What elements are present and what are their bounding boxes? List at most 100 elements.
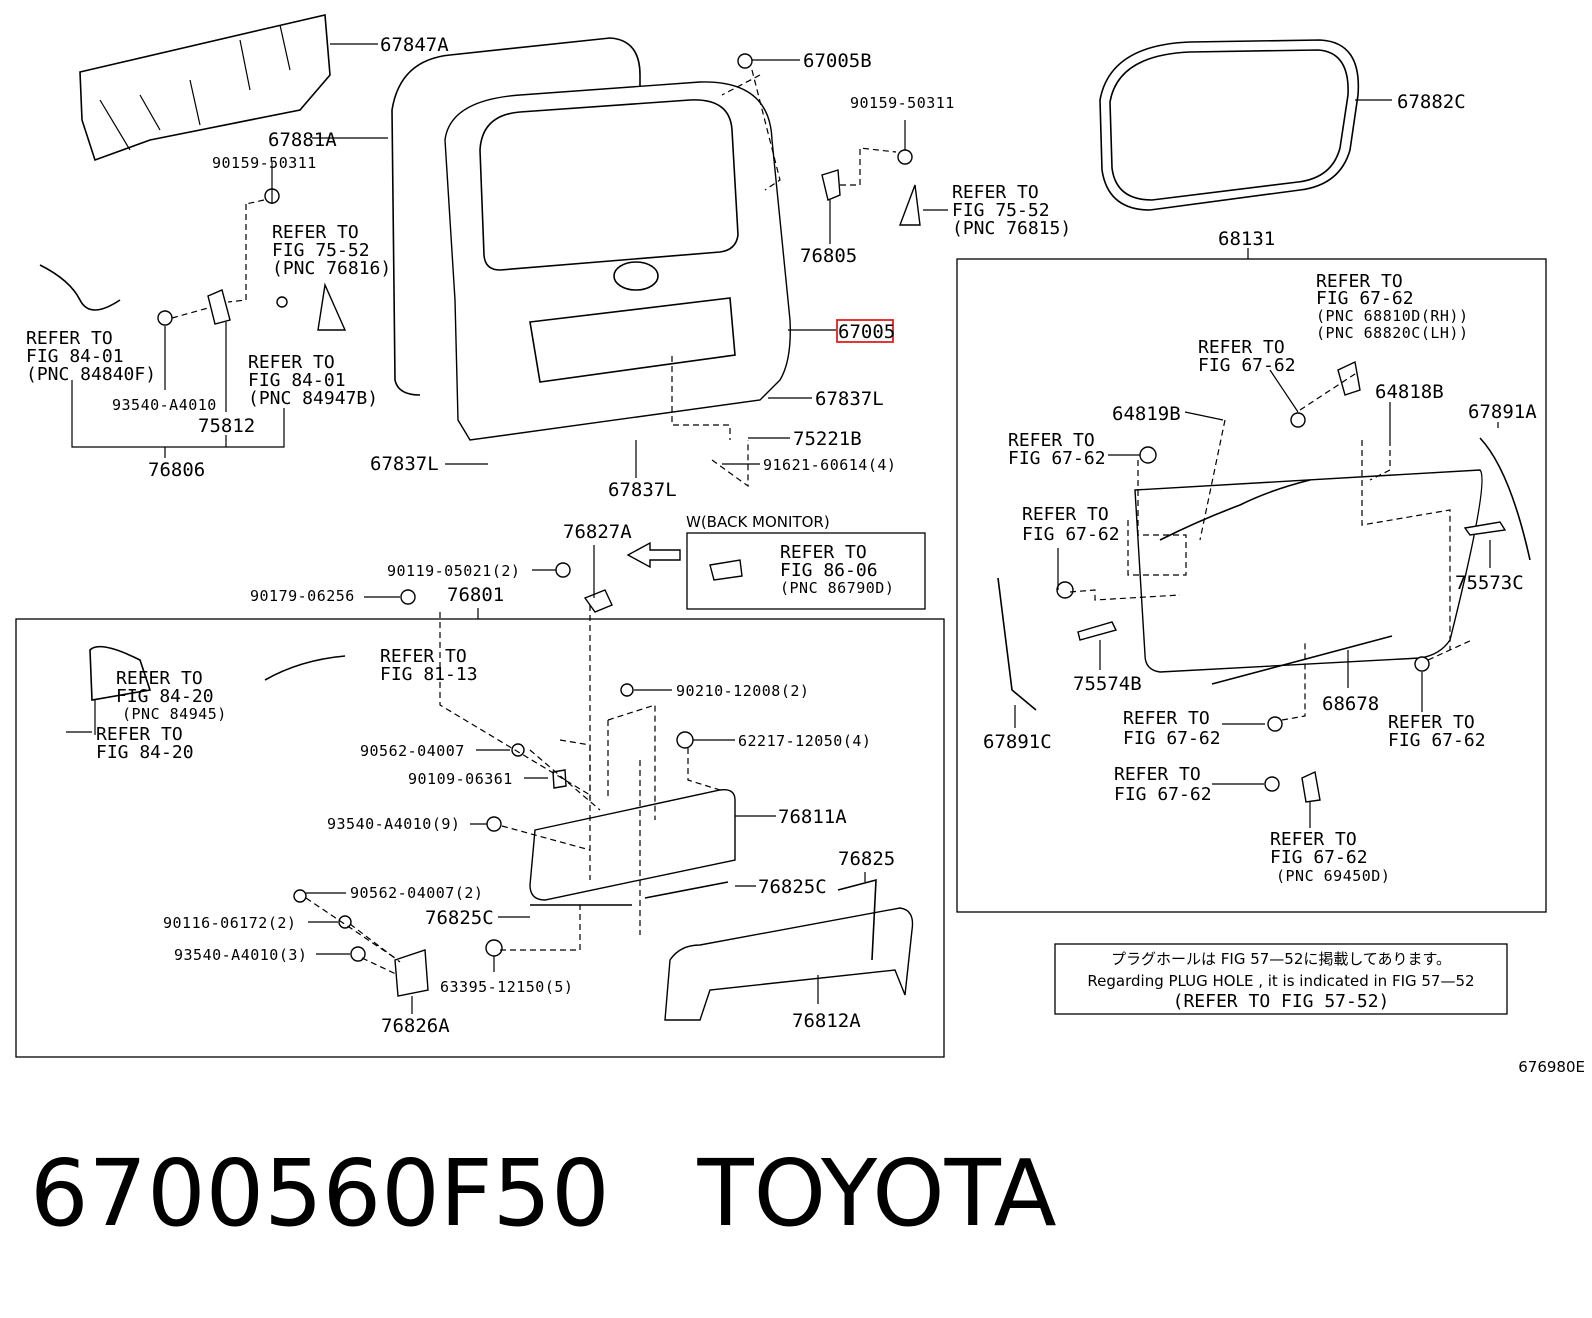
refer-84947b-title: REFER TO [248, 352, 335, 373]
weatherstrip-67881a-shape [391, 37, 641, 396]
label-68678: 68678 [1322, 693, 1379, 715]
label-76811a: 76811A [778, 806, 847, 828]
label-75221b: 75221B [793, 428, 862, 450]
refer-67-62-b-fig: FIG 67-62 [1008, 448, 1106, 469]
label-67882c: 67882C [1397, 91, 1466, 113]
grommet-84947b-shape [276, 296, 288, 308]
toyota-emblem-mount [613, 261, 659, 291]
label-75573c: 75573C [1455, 572, 1524, 594]
label-64818b: 64818B [1375, 381, 1444, 403]
refer-to-blocks: REFER TO FIG 75-52 (PNC 76816) REFER TO … [26, 182, 1486, 885]
refer-67-62-a-fig: FIG 67-62 [1198, 355, 1296, 376]
seal-76825-shape [837, 878, 877, 961]
screw-93540a-shape [157, 310, 173, 326]
screw-93540b-shape [486, 816, 502, 832]
label-90562-04007: 90562-04007 [360, 742, 465, 760]
nut-90562b-shape [293, 889, 307, 903]
screw-93540c-shape [350, 946, 366, 962]
label-63395-12150: 63395-12150(5) [440, 978, 573, 996]
refer-67-62-d-fig: FIG 67-62 [1123, 728, 1221, 749]
label-75574b: 75574B [1073, 673, 1142, 695]
label-64819b: 64819B [1112, 403, 1181, 425]
label-76806: 76806 [148, 459, 205, 481]
label-67891a: 67891A [1468, 401, 1537, 423]
back-door-window-opening [479, 99, 739, 271]
garnish-76811a-shape [529, 789, 736, 901]
label-67005b: 67005B [803, 50, 872, 72]
garnish-strip-68678-shape [1211, 635, 1393, 685]
wire-harness-84840f-shape [39, 264, 121, 311]
refer-76816-title: REFER TO [272, 222, 359, 243]
grommet-ref-67-62-b [1056, 581, 1074, 599]
leader-lines [66, 43, 1499, 1014]
label-90210-12008: 90210-12008(2) [676, 682, 809, 700]
label-67881a: 67881A [268, 129, 337, 151]
refer-68810d-title: REFER TO [1316, 271, 1403, 292]
label-93540-a4010: 93540-A4010 [112, 396, 217, 414]
label-75812: 75812 [198, 415, 255, 437]
garnish-76812a-shape [664, 907, 914, 1021]
label-67005: 67005 [838, 321, 895, 343]
figure-code: 676980E [1518, 1058, 1585, 1076]
glass-weatherstrip-67882c-shape [1099, 39, 1360, 211]
harness-84945-shape [89, 645, 152, 701]
back-monitor-inset-frame [686, 532, 926, 610]
glass-weatherstrip-inner-edge [1109, 49, 1349, 201]
garnish-assembly-frame [15, 618, 945, 1058]
refer-84945-title: REFER TO [116, 668, 203, 689]
back-door-glass-frame [956, 258, 1547, 913]
refer-84840f-fig: FIG 84-01 [26, 346, 124, 367]
label-90562-04007-2: 90562-04007(2) [350, 884, 483, 902]
stopper-76805-shape [821, 169, 841, 201]
screw-90109-shape [552, 769, 567, 789]
refer-68820c-pnc: (PNC 68820C(LH)) [1316, 324, 1469, 342]
refer-76816-shape [317, 282, 347, 331]
label-76812a: 76812A [792, 1010, 861, 1032]
insulator-ribs [99, 24, 291, 151]
dashed-assembly-lines [171, 69, 1473, 976]
bracket-75812-shape [207, 289, 231, 325]
footer-caption: 6700560F50 TOYOTA [30, 1140, 1057, 1247]
defogger-wire [1159, 479, 1311, 541]
part-labels: 67847A 67881A 67005B 67882C 90159-50311 … [112, 34, 1537, 1037]
refer-76815-title: REFER TO [952, 182, 1039, 203]
label-93540-a4010-3: 93540-A4010(3) [174, 946, 307, 964]
screw-90119-shape [555, 562, 571, 578]
cover-75574b-shape [1077, 621, 1118, 641]
plug-hole-note-frame [1054, 943, 1508, 1015]
refer-81-13-title: REFER TO [380, 646, 467, 667]
label-62217-12050: 62217-12050(4) [738, 732, 871, 750]
refer-76815-shape [898, 184, 921, 226]
refer-67-62-d-title: REFER TO [1123, 708, 1210, 729]
label-90179-06256: 90179-06256 [250, 587, 355, 605]
refer-84947b-fig: FIG 84-01 [248, 370, 346, 391]
highlight-box-67005 [836, 319, 894, 343]
refer-84840f-title: REFER TO [26, 328, 113, 349]
refer-67-62-c-title: REFER TO [1022, 504, 1109, 525]
refer-68810d-pnc: (PNC 68810D(RH)) [1316, 307, 1469, 325]
clip-62217-shape [676, 731, 694, 749]
label-93540-a4010-9: 93540-A4010(9) [327, 815, 460, 833]
grommet-ref-67-62-c [1290, 412, 1306, 428]
refer-67-62-c-fig: FIG 67-62 [1022, 524, 1120, 545]
label-68131: 68131 [1218, 228, 1275, 250]
refer-86790d-title: REFER TO [780, 542, 867, 563]
label-90159-50311-left: 90159-50311 [212, 154, 317, 172]
label-90109-06361: 90109-06361 [408, 770, 513, 788]
refer-67-62-e-fig: FIG 67-62 [1388, 730, 1486, 751]
refer-69450d-pnc: (PNC 69450D) [1276, 867, 1390, 885]
label-91621-60614: 91621-60614(4) [763, 456, 896, 474]
refer-76815-fig: FIG 75-52 [952, 200, 1050, 221]
grommet-ref-67-62-f [1264, 776, 1280, 792]
footer-part-number: 6700560F50 [30, 1140, 610, 1247]
label-76825c-right: 76825C [758, 876, 827, 898]
footer-brand: TOYOTA [697, 1140, 1057, 1247]
molding-67891a-shape [1479, 437, 1531, 561]
refer-86790d-pnc: (PNC 86790D) [780, 579, 894, 597]
insulator-67847a-shape [79, 14, 331, 162]
grommet-ref-67-62-a [1139, 446, 1157, 464]
refer-67-62-f-title: REFER TO [1114, 764, 1201, 785]
refer-76816-fig: FIG 75-52 [272, 240, 370, 261]
